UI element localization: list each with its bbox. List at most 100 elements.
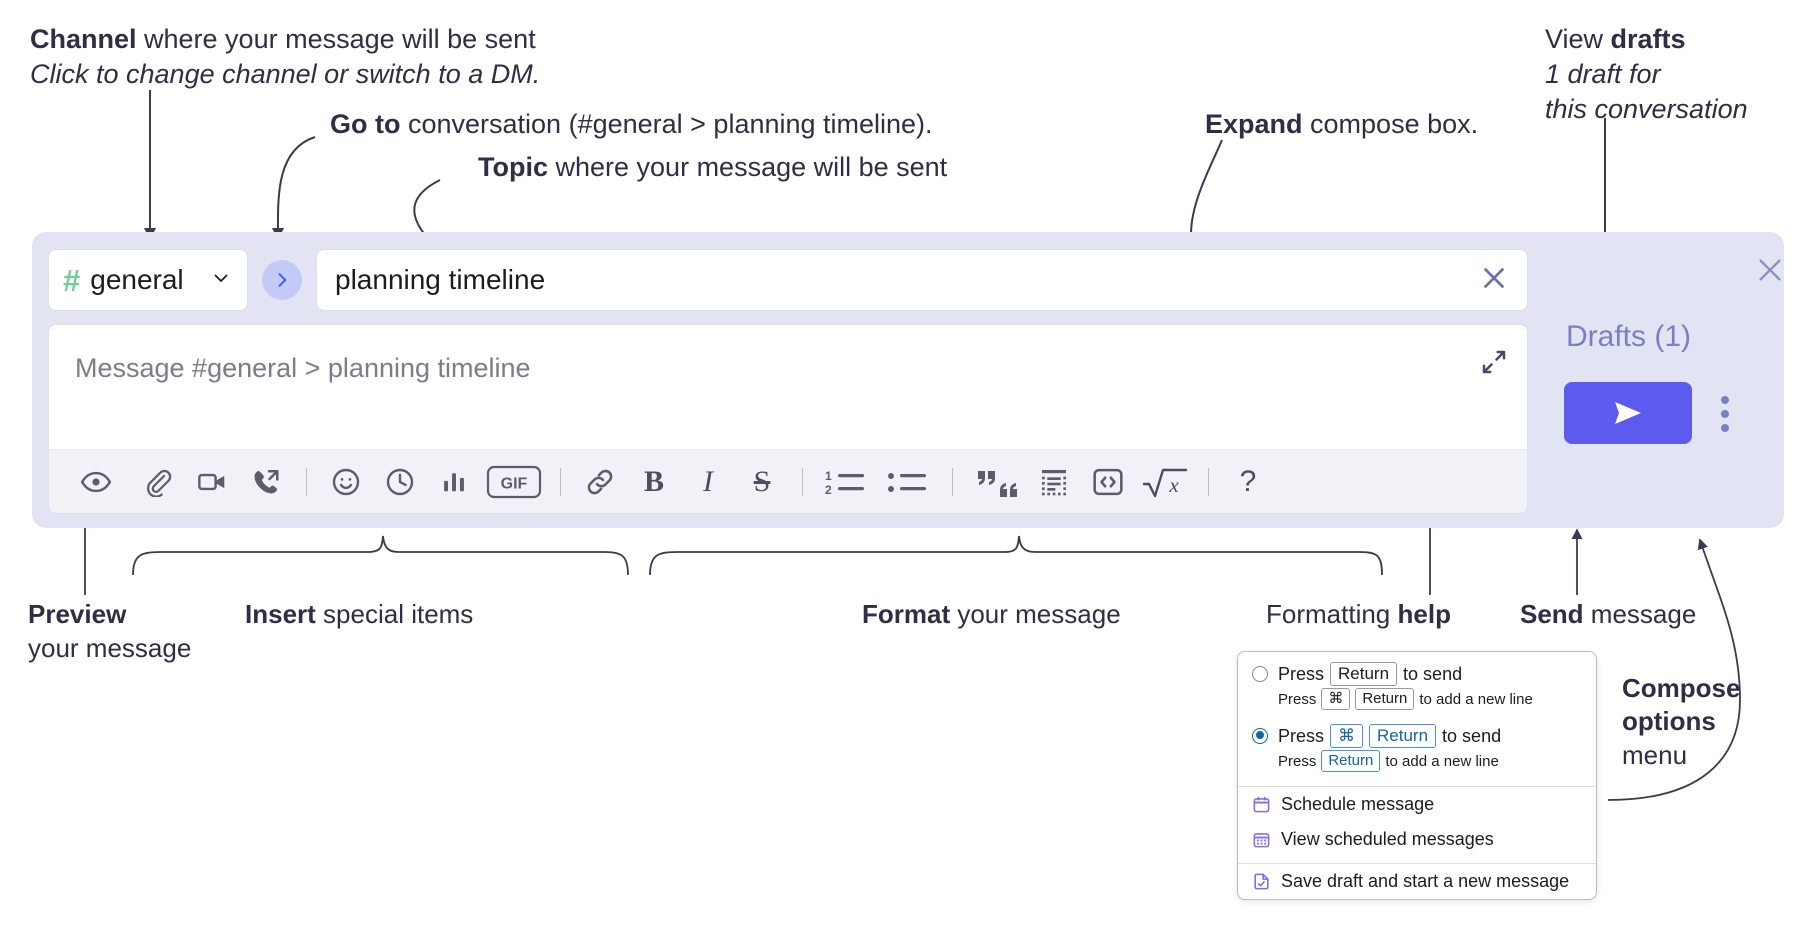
compose-inner: # general planning timeline M [48, 246, 1528, 514]
annotation-compose-options: Compose options menu [1622, 672, 1740, 772]
menu-item-save-draft[interactable]: Save draft and start a new message [1238, 864, 1596, 899]
annotation-drafts-pre: View [1545, 24, 1611, 54]
menu-item-label: Schedule message [1281, 794, 1435, 814]
kebab-menu-icon [1721, 396, 1729, 432]
option1-key: Return [1330, 662, 1398, 686]
option2-post: to send [1442, 725, 1502, 746]
svg-text:x: x [1168, 473, 1179, 497]
italic-label: I [703, 464, 713, 498]
italic-icon[interactable]: I [681, 459, 735, 505]
toolbar-divider-5 [1195, 459, 1221, 505]
annotation-drafts: View drafts 1 draft for this conversatio… [1545, 22, 1748, 127]
close-compose-icon[interactable] [1754, 254, 1786, 291]
annotation-help: Formatting help [1266, 598, 1451, 632]
toolbar-divider-3 [789, 459, 815, 505]
ordered-list-num-2: 2 [825, 483, 832, 497]
annotation-topic-bold: Topic [478, 152, 548, 182]
channel-selector[interactable]: # general [48, 249, 248, 311]
toolbar-divider-1 [293, 459, 319, 505]
audio-call-icon[interactable] [239, 459, 293, 505]
annotation-preview: Preview your message [28, 598, 191, 666]
menu-item-label: View scheduled messages [1281, 829, 1494, 849]
toolbar-divider-2 [547, 459, 573, 505]
math-sqrt-icon[interactable]: x [1135, 459, 1195, 505]
option2-key2: Return [1369, 724, 1437, 748]
radio-cmd-return-to-send[interactable] [1252, 728, 1268, 744]
annotation-send: Send message [1520, 598, 1696, 632]
annotation-channel-bold: Channel [30, 24, 137, 54]
blockquote-icon[interactable] [965, 459, 1027, 505]
option2-main: Press ⌘ Return to send [1278, 724, 1501, 748]
annotation-insert-bold: Insert [245, 599, 316, 629]
annotation-format-rest: your message [950, 599, 1121, 629]
send-button[interactable] [1564, 382, 1692, 444]
annotation-compose-bold1: Compose [1622, 673, 1741, 703]
gif-icon[interactable]: GIF [481, 459, 547, 505]
annotation-channel-italic: Click to change channel or switch to a D… [30, 59, 541, 90]
ordered-list-icon[interactable]: 1 2 [815, 459, 877, 505]
compose-panel: # general planning timeline M [32, 232, 1784, 528]
menu-item-label: Save draft and start a new message [1281, 871, 1570, 891]
menu-option-return-to-send[interactable]: Press Return to send [1238, 656, 1596, 686]
chevron-down-icon [209, 266, 233, 295]
annotation-format-bold: Format [862, 599, 951, 629]
video-camera-icon[interactable] [185, 459, 239, 505]
send-paper-plane-icon [1615, 402, 1641, 424]
topic-value: planning timeline [335, 264, 546, 295]
link-icon[interactable] [573, 459, 627, 505]
annotation-insert-rest: special items [315, 599, 474, 629]
compose-right-column: Drafts (1) [1544, 232, 1814, 528]
schedule-clock-icon[interactable] [373, 459, 427, 505]
drafts-link[interactable]: Drafts (1) [1566, 320, 1692, 353]
compose-options-button[interactable] [1716, 392, 1734, 441]
option2-sub-pre: Press [1278, 752, 1317, 770]
menu-item-view-scheduled-messages[interactable]: View scheduled messages [1238, 822, 1596, 857]
hash-icon: # [63, 262, 81, 298]
option1-main: Press Return to send [1278, 662, 1462, 686]
formatting-toolbar: GIF B I S [49, 449, 1527, 513]
poll-bar-chart-icon[interactable] [427, 459, 481, 505]
calendar-grid-icon [1252, 830, 1271, 849]
annotation-send-rest: message [1583, 599, 1697, 629]
radio-return-to-send[interactable] [1252, 666, 1268, 682]
annotation-preview-line2: your message [28, 632, 192, 663]
emoji-smiley-icon[interactable] [319, 459, 373, 505]
annotation-preview-bold: Preview [28, 599, 127, 629]
formatting-help-icon[interactable]: ? [1221, 459, 1275, 505]
option1-sub-pre: Press [1278, 690, 1317, 708]
topic-input[interactable]: planning timeline [316, 249, 1528, 311]
expand-compose-icon[interactable] [1479, 347, 1509, 382]
annotation-compose-rest: menu [1622, 739, 1688, 770]
bold-icon[interactable]: B [627, 459, 681, 505]
message-input-box[interactable]: Message #general > planning timeline [48, 324, 1528, 514]
option2-key1: ⌘ [1330, 724, 1364, 748]
code-block-icon[interactable] [1027, 459, 1081, 505]
annotation-topic-rest: where your message will be sent [548, 152, 948, 182]
menu-option-cmd-return-to-send[interactable]: Press ⌘ Return to send [1238, 718, 1596, 748]
compose-options-menu: Press Return to send Press ⌘ Return to a… [1237, 651, 1597, 900]
option2-pre: Press [1278, 725, 1325, 746]
chevron-right-icon [278, 273, 287, 287]
preview-eye-icon[interactable] [69, 459, 123, 505]
annotation-format: Format your message [862, 598, 1121, 632]
clear-topic-icon[interactable] [1477, 261, 1511, 300]
annotation-topic: Topic where your message will be sent [478, 150, 947, 185]
message-placeholder: Message #general > planning timeline [75, 353, 531, 383]
goto-conversation-button[interactable] [262, 260, 302, 300]
annotation-goto-rest: conversation (#general > planning timeli… [400, 109, 933, 139]
option2-sub: Press Return to add a new line [1238, 748, 1596, 780]
strikethrough-icon[interactable]: S [735, 459, 789, 505]
annotation-insert: Insert special items [245, 598, 473, 632]
annotation-drafts-bold: drafts [1610, 24, 1686, 54]
menu-item-schedule-message[interactable]: Schedule message [1238, 787, 1596, 822]
strikethrough-label: S [753, 464, 771, 498]
inline-code-icon[interactable] [1081, 459, 1135, 505]
toolbar-divider-4 [939, 459, 965, 505]
attachment-paperclip-icon[interactable] [131, 459, 185, 505]
option2-sub-post: to add a new line [1385, 752, 1499, 770]
annotation-compose-bold2: options [1622, 706, 1716, 737]
annotation-send-bold: Send [1520, 599, 1584, 629]
annotation-expand-rest: compose box. [1302, 109, 1479, 139]
bulleted-list-icon[interactable] [877, 459, 939, 505]
compose-header-row: # general planning timeline [48, 246, 1528, 314]
